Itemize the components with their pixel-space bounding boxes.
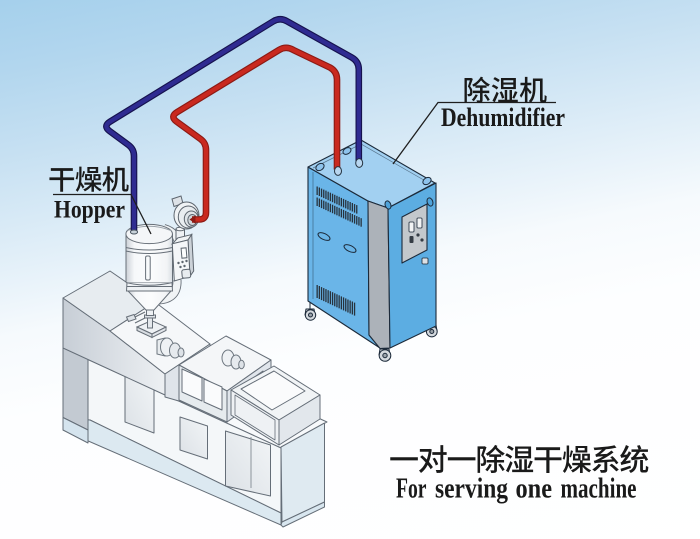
svg-text:serving: serving (435, 474, 508, 505)
svg-text:machine: machine (561, 474, 637, 505)
svg-text:Hopper: Hopper (54, 197, 125, 224)
svg-text:one: one (516, 474, 553, 505)
svg-text:For: For (396, 474, 427, 505)
svg-text:Dehumidifier: Dehumidifier (441, 103, 565, 132)
